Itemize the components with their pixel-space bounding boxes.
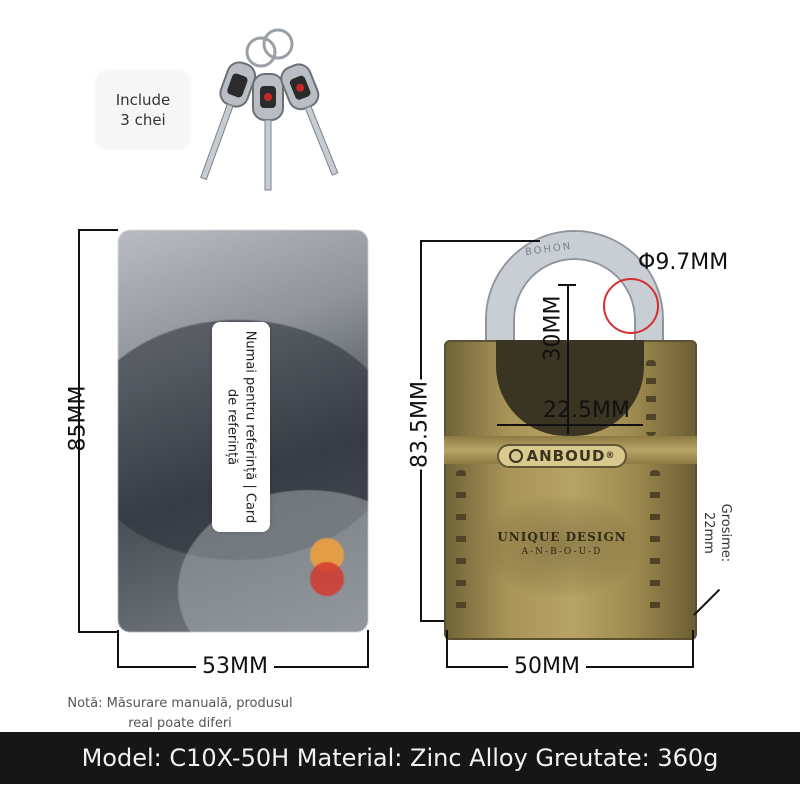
spec-footer: Model: C10X-50H Material: Zinc Alloy Gre… xyxy=(0,732,800,784)
padlock-studs-left xyxy=(456,470,466,620)
inner-width-label: 22.5MM xyxy=(543,398,630,423)
card-width-label: 53MM xyxy=(196,654,274,679)
card-height-line xyxy=(78,229,80,633)
note-line-1: Notă: Măsurare manuală, produsul xyxy=(67,696,293,711)
brand-logo-icon xyxy=(508,449,523,463)
padlock-brand: ANBOUD xyxy=(526,447,606,465)
padlock-width-tick-right xyxy=(692,630,694,668)
thickness-label: Grosime: xyxy=(717,503,733,563)
card-height-tick-top xyxy=(78,229,118,231)
card-width-tick-right xyxy=(367,630,369,668)
padlock-studs-right xyxy=(650,470,660,620)
reference-card xyxy=(118,230,368,632)
brand-registered-mark: ® xyxy=(605,451,616,461)
padlock-ornament xyxy=(486,496,636,596)
keys-image xyxy=(200,28,339,191)
include-keys-badge: Include 3 chei xyxy=(97,72,189,148)
padlock-height-tick-bottom xyxy=(420,620,444,622)
thickness-line xyxy=(693,588,721,616)
card-width-tick-left xyxy=(117,630,119,668)
thickness-label-group: Grosime: 22mm xyxy=(686,478,742,578)
inner-height-tick xyxy=(558,284,576,286)
note-line-2: real poate diferi xyxy=(128,715,232,731)
badge-line-1: Include xyxy=(115,90,171,109)
inner-width-line xyxy=(497,424,643,426)
padlock-studs-top xyxy=(646,360,656,436)
padlock-design-title: UNIQUE DESIGN xyxy=(497,530,627,544)
card-height-tick-bottom xyxy=(78,631,118,633)
padlock-design-sub: A-N-B-O-U-D xyxy=(521,547,603,557)
thickness-value: 22mm xyxy=(701,511,716,554)
padlock-brand-plate: ANBOUD® xyxy=(497,444,627,468)
padlock-width-label: 50MM xyxy=(508,654,586,679)
padlock-height-label: 83.5MM xyxy=(407,379,433,470)
measurement-note: Notă: Măsurare manuală, produsul real po… xyxy=(40,694,320,733)
padlock-width-tick-left xyxy=(446,630,448,668)
card-height-label: 85MM xyxy=(65,385,91,452)
inner-height-label: 30MM xyxy=(540,295,566,362)
diameter-circle xyxy=(603,278,659,334)
card-note-text: Numai pentru referință | Card de referin… xyxy=(225,330,258,524)
spec-footer-text: Model: C10X-50H Material: Zinc Alloy Gre… xyxy=(81,744,719,772)
padlock-height-tick-top xyxy=(420,240,540,242)
badge-line-2: 3 chei xyxy=(120,111,166,129)
inner-height-line xyxy=(567,284,569,434)
card-reference-note: Numai pentru referință | Card de referin… xyxy=(212,322,270,532)
shackle-diameter-label: Φ9.7MM xyxy=(638,250,729,275)
